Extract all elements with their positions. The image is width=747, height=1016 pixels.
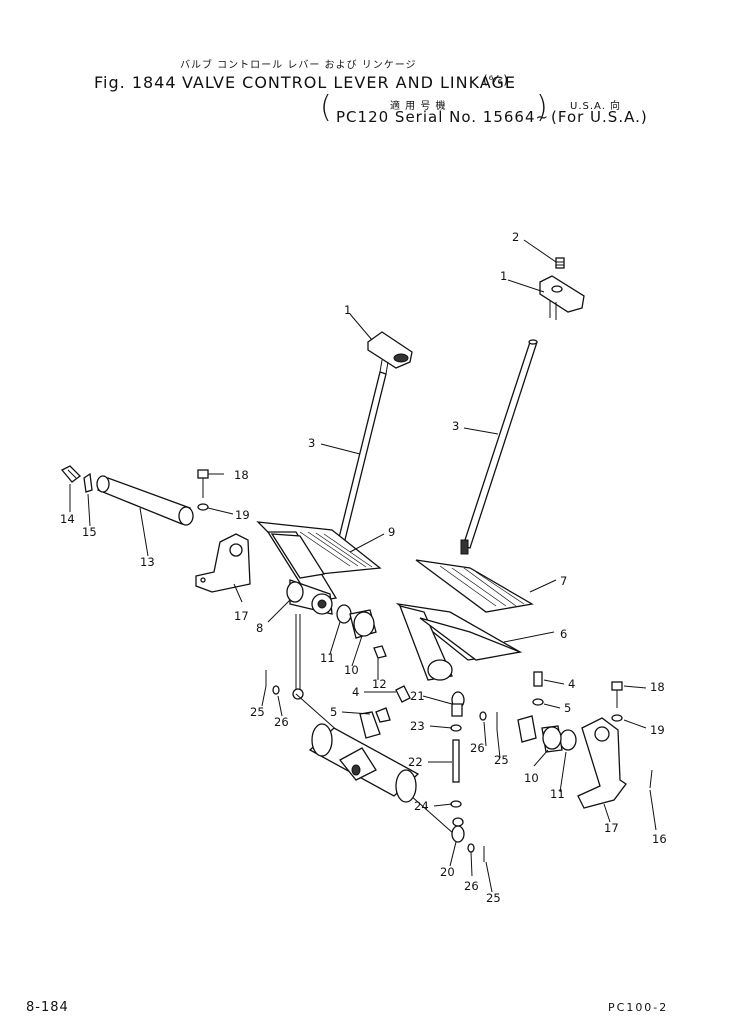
bushings-left (336, 604, 377, 639)
callout-9: 9 (388, 525, 395, 539)
callout-5-right: 5 (564, 701, 571, 715)
serial-number: PC120 Serial No. 15664~ (336, 108, 550, 126)
jp-title: バルブ コントロール レバー および リンケージ (180, 60, 417, 71)
page-number: 8-184 (26, 1000, 69, 1015)
callout-6: 6 (560, 627, 567, 641)
jp-applicable: 適 用 号 機 (390, 101, 447, 112)
callout-2: 2 (512, 230, 519, 244)
figure-number: Fig. 1844 (94, 73, 177, 92)
callout-13: 13 (140, 555, 155, 569)
callout-7: 7 (560, 574, 567, 588)
callout-18-right: 18 (650, 680, 665, 694)
jp-region: U.S.A. 向 (570, 101, 622, 112)
callout-26-bottom: 26 (464, 879, 479, 893)
callout-17-left: 17 (234, 609, 249, 623)
callout-4-right: 4 (568, 677, 575, 691)
pedal-7 (415, 559, 534, 613)
callout-21: 21 (410, 689, 425, 703)
pedal-9 (256, 521, 382, 603)
right-lever (460, 257, 585, 555)
callout-10-left: 10 (344, 663, 359, 677)
callout-25-left: 25 (250, 705, 265, 719)
callout-3-right: 3 (452, 419, 459, 433)
left-lever (333, 331, 413, 561)
open-paren: ( (320, 90, 332, 125)
callout-15: 15 (82, 525, 97, 539)
shaft-13 (60, 465, 194, 526)
figure-title: VALVE CONTROL LEVER AND LINKAGE (182, 73, 516, 92)
callout-25-bottom: 25 (486, 891, 501, 905)
callout-24: 24 (414, 799, 429, 813)
callout-17-right: 17 (604, 821, 619, 835)
callout-3-left: 3 (308, 436, 315, 450)
callout-20: 20 (440, 865, 455, 879)
bushings-right (541, 725, 577, 753)
callout-1-left: 1 (344, 303, 351, 317)
callout-8: 8 (256, 621, 263, 635)
callout-5-left: 5 (330, 705, 337, 719)
close-paren: ) (536, 90, 548, 125)
figure-fraction: (⁶⁄₆) (483, 73, 509, 87)
callout-11-left: 11 (320, 651, 335, 665)
callout-19-left: 19 (235, 508, 250, 522)
small-parts (265, 645, 653, 862)
callout-4-left: 4 (352, 685, 359, 699)
callout-25-mid: 25 (494, 753, 509, 767)
callout-19-right: 19 (650, 723, 665, 737)
callout-1-right: 1 (500, 269, 507, 283)
bracket-17-left (195, 469, 251, 593)
model-code: PC100-2 (608, 1001, 669, 1014)
callout-12: 12 (372, 677, 387, 691)
callout-18-left: 18 (234, 468, 249, 482)
pedal-6 (395, 602, 523, 681)
region-label: (For U.S.A.) (551, 108, 648, 126)
callout-14: 14 (60, 512, 75, 526)
callout-26-mid: 26 (470, 741, 485, 755)
leader-lines (69, 239, 657, 893)
callout-22: 22 (408, 755, 423, 769)
callout-23: 23 (410, 719, 425, 733)
callout-26-left: 26 (274, 715, 289, 729)
callouts: 1 1 2 3 3 4 4 5 5 6 7 8 9 10 10 11 11 12… (60, 230, 667, 905)
callout-10-right: 10 (524, 771, 539, 785)
callout-11-right: 11 (550, 787, 565, 801)
callout-16: 16 (652, 832, 667, 846)
bracket-17-right (577, 681, 627, 809)
tube-assembly (308, 723, 420, 803)
